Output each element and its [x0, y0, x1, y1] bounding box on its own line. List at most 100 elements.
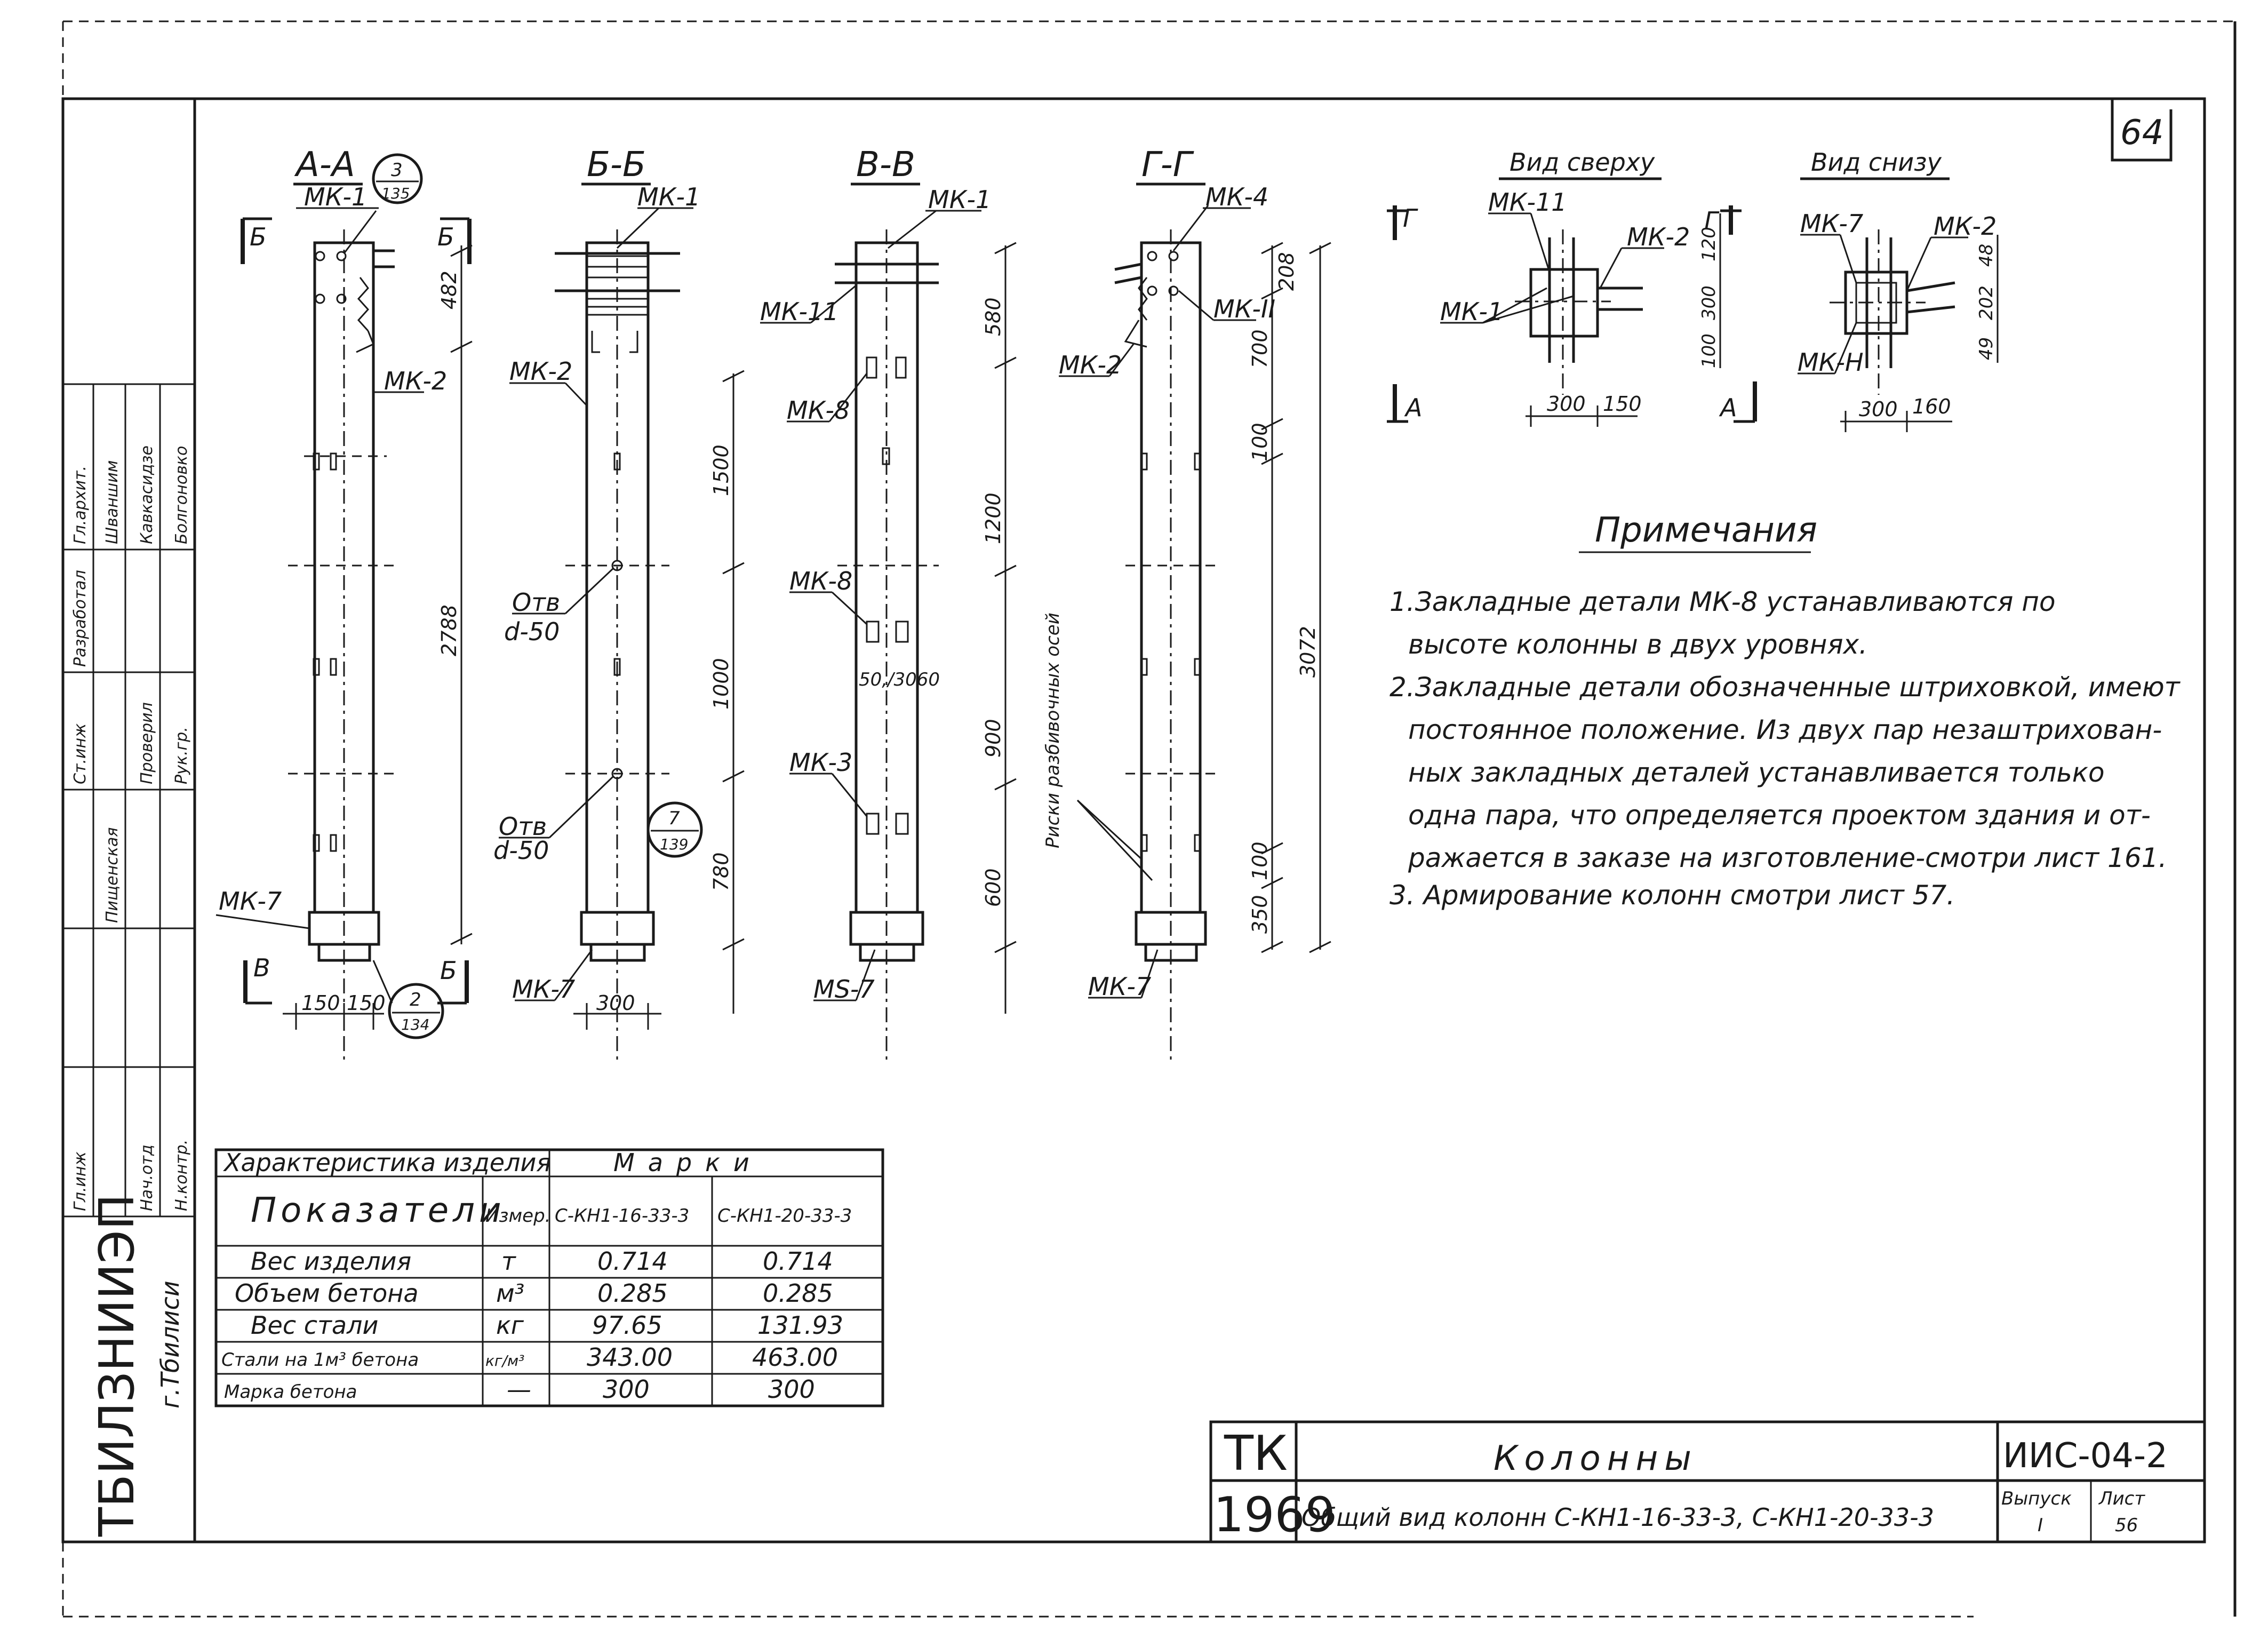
dim-tv-100: 100 — [1698, 333, 1720, 368]
label-hole-1-d: d-50 — [504, 617, 560, 646]
dim-150-a: 150 — [301, 991, 340, 1015]
callout-2-num: 2 — [410, 989, 421, 1011]
th-mark-2: С-КН1-20-33-3 — [717, 1205, 852, 1227]
dim-580: 580 — [981, 297, 1005, 336]
mark-a-top-2: А — [1719, 393, 1737, 422]
mark-r-top: Г — [1704, 206, 1720, 235]
row-4-name: Стали на 1м³ бетона — [221, 1349, 419, 1371]
tb-issue: I — [2038, 1515, 2043, 1536]
dim-tv-150: 150 — [1603, 392, 1642, 416]
section-v-v: В-В МК-1 МК-11 МК-8 МК-8 50,/3060 МК-3 — [760, 145, 1153, 1062]
row-5-unit: — — [507, 1375, 531, 1404]
mark-v-left: В — [253, 953, 270, 982]
stamp-r2-c3: Болгоновко — [172, 446, 191, 544]
bottom-view-title: Вид снизу — [1811, 148, 1942, 177]
stamp-r3-c2: Проверил — [138, 702, 156, 784]
dim-350: 350 — [1248, 895, 1272, 934]
th-unit: Измер. — [485, 1205, 550, 1227]
table-row: Вес изделия т 0.714 0.714 — [251, 1247, 833, 1276]
label-mk3-v: МК-3 — [789, 748, 852, 777]
tb-issue-label: Выпуск — [2001, 1488, 2072, 1509]
row-5-name: Марка бетона — [224, 1381, 357, 1403]
section-title-a: А-А — [294, 145, 355, 185]
label-mk11-top: МК-11 — [1488, 188, 1567, 217]
mark-a-top: А — [1404, 393, 1422, 422]
label-ms7-v: МS-7 — [813, 975, 875, 1004]
stamp-r1-c2: Ст.инж — [71, 723, 90, 784]
row-4-unit: кг/м³ — [485, 1352, 524, 1370]
notes-title: Примечания — [1595, 511, 1817, 550]
table-row: Марка бетона — 300 300 — [224, 1375, 815, 1404]
sheet-number: 64 — [2120, 113, 2163, 153]
tb-subtitle: Общий вид колонн С-КН1-16-33-3, С-КН1-20… — [1301, 1503, 1934, 1532]
label-mk7-a: МК-7 — [219, 887, 282, 916]
label-mk7-b: МК-7 — [512, 975, 575, 1004]
mark-g-top: Г — [1403, 204, 1418, 233]
title-block: ТК 1969 Колонны Общий вид колонн С-КН1-1… — [1209, 1420, 2206, 1543]
note-2d: одна пара, что определяется проектом зда… — [1408, 800, 2151, 831]
row-2-v2: 0.285 — [763, 1279, 833, 1308]
dim-900: 900 — [981, 719, 1005, 758]
section-title-b: Б-Б — [587, 145, 646, 185]
dim-bv-202: 202 — [1976, 285, 1997, 320]
label-mk1-a: МК-1 — [304, 182, 367, 211]
dim-bv-300: 300 — [1859, 397, 1898, 421]
dim-150-b: 150 — [347, 991, 386, 1015]
row-5-v2: 300 — [768, 1375, 815, 1404]
stamp-r2-c2: Кавкасидзе — [138, 445, 156, 544]
section-b-b: Б-Б МК-1 МК-2 Отв d-50 — [493, 145, 745, 1062]
row-5-v1: 300 — [603, 1375, 650, 1404]
row-1-name: Вес изделия — [251, 1247, 411, 1276]
left-stamp: Гл.инж Ст.инж Разработал Гл.архит. Шванш… — [63, 383, 195, 1537]
dim-780: 780 — [709, 852, 733, 891]
note-2c: ных закладных деталей устанавливается то… — [1408, 757, 2105, 788]
stamp-r3-c1: Нач.отд — [138, 1144, 156, 1211]
characteristics-table: Характеристика изделия Марки Показатели … — [214, 1148, 884, 1407]
callout-7-num: 7 — [668, 808, 680, 829]
row-3-v1: 97.65 — [592, 1311, 662, 1340]
table-row: Объем бетона м³ 0.285 0.285 — [235, 1279, 833, 1308]
stamp-r1-c1: Гл.инж — [71, 1151, 90, 1211]
sheet-number-box: 64 — [2111, 99, 2173, 162]
label-mk7-bottom: МК-7 — [1800, 209, 1863, 238]
label-mk2-g: МК-2 — [1059, 351, 1122, 379]
label-mk8-v-mid: МК-8 — [789, 567, 852, 595]
dim-600: 600 — [981, 868, 1005, 907]
dim-100-a: 100 — [1248, 423, 1272, 462]
dim-1500: 1500 — [709, 444, 733, 496]
row-4-v1: 343.00 — [587, 1343, 673, 1372]
dim-482: 482 — [437, 270, 461, 309]
dim-3072: 3072 — [1296, 626, 1320, 678]
callout-7-sheet: 139 — [660, 836, 688, 853]
label-mkn-bottom: МК-Н — [1798, 348, 1864, 377]
row-3-name: Вес стали — [251, 1311, 378, 1340]
label-mk7-g: МК-7 — [1088, 972, 1151, 1001]
th-mark-1: С-КН1-16-33-3 — [555, 1205, 689, 1227]
label-hole-1: Отв — [512, 588, 560, 617]
row-4-v2: 463.00 — [752, 1343, 838, 1372]
dim-2788: 2788 — [437, 604, 461, 656]
section-title-v: В-В — [856, 145, 915, 185]
label-hole-2-d: d-50 — [493, 836, 549, 865]
tb-year: 1969 — [1213, 1487, 1336, 1543]
label-mk1-top: МК-1 — [1440, 297, 1503, 326]
label-hole-2: Отв — [499, 812, 547, 841]
row-1-v2: 0.714 — [763, 1247, 833, 1276]
label-mk4-g: МК-4 — [1205, 182, 1268, 211]
note-1a: 1.Закладные детали МК-8 устанавливаются … — [1389, 586, 2056, 617]
stamp-r2-c1: Шваншим — [103, 460, 122, 544]
note-2e: ражается в заказе на изготовление-смотри… — [1408, 842, 2167, 873]
tb-sheet: 56 — [2115, 1515, 2138, 1536]
tb-name: Колонны — [1494, 1439, 1698, 1478]
dim-1200: 1200 — [981, 492, 1005, 544]
label-mk1-b: МК-1 — [637, 182, 700, 211]
dim-tv-300: 300 — [1547, 392, 1586, 416]
dim-208: 208 — [1275, 252, 1298, 291]
label-mk11-v: МК-11 — [760, 297, 838, 326]
table-row: Вес стали кг 97.65 131.93 — [251, 1311, 843, 1340]
callout-3-sheet: 135 — [381, 185, 410, 202]
section-a-a: А-А 3 135 Б Б МК-1 МК — [215, 145, 473, 1062]
row-3-unit: кг — [496, 1311, 524, 1340]
section-title-g: Г-Г — [1141, 145, 1194, 185]
